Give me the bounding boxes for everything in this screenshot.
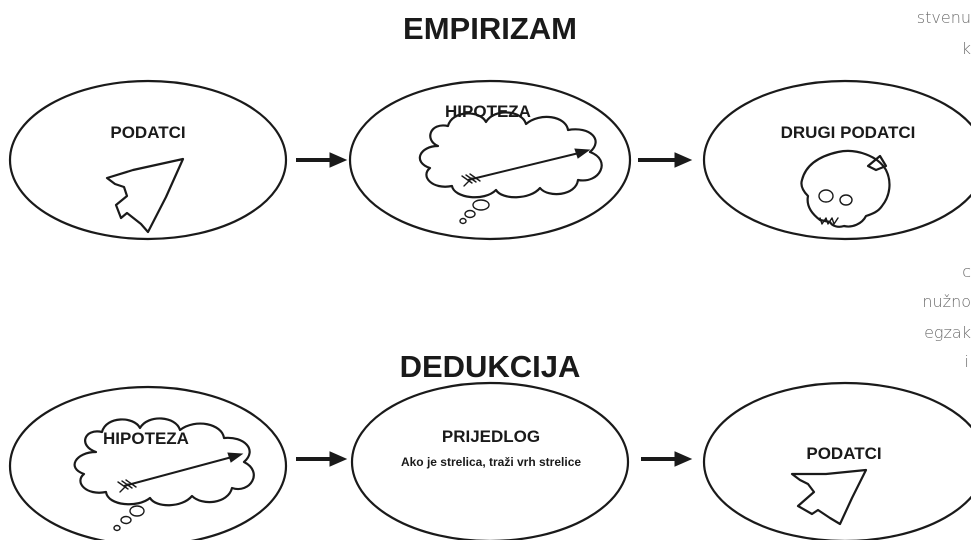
empirizam-step-3: DRUGI PODATCI — [704, 81, 971, 239]
right-arrow-icon — [296, 153, 346, 167]
side-text-line: stvenu — [917, 8, 971, 27]
dedukcija-step-2-text: Ako je strelica, traži vrh strelice — [401, 455, 581, 469]
empirizam-title: EMPIRIZAM — [403, 11, 577, 46]
dedukcija-step-1-label: HIPOTEZA — [103, 429, 189, 448]
side-text-line: c — [962, 262, 971, 281]
dedukcija-step-3-label: PODATCI — [806, 444, 881, 463]
dedukcija-step-1: HIPOTEZA — [10, 387, 286, 540]
right-arrow-icon — [638, 153, 691, 167]
side-text-line: i — [965, 352, 969, 371]
side-text-line: nužno — [922, 292, 971, 311]
empirizam-step-1-label: PODATCI — [110, 123, 185, 142]
right-arrow-icon — [641, 452, 691, 466]
dedukcija-step-3: PODATCI — [704, 383, 971, 540]
arrow-icon — [462, 149, 589, 186]
skull-icon — [801, 151, 889, 227]
flint-arrowhead-icon — [107, 159, 183, 232]
dedukcija-step-2: PRIJEDLOG Ako je strelica, traži vrh str… — [352, 383, 628, 540]
thought-cloud-icon — [420, 112, 602, 223]
empirizam-step-1: PODATCI — [10, 81, 286, 239]
side-text-line: egzak — [924, 323, 971, 342]
side-text: stvenu k c nužno egzak i — [917, 8, 971, 371]
empirizam-ellipse-1 — [10, 81, 286, 239]
side-text-line: k — [962, 39, 971, 58]
empirizam-step-2: HIPOTEZA — [350, 81, 630, 239]
dedukcija-title: DEDUKCIJA — [400, 349, 581, 384]
right-arrow-icon — [296, 452, 346, 466]
empirizam-ellipse-3 — [704, 81, 971, 239]
dedukcija-step-2-label: PRIJEDLOG — [442, 427, 540, 446]
flint-arrowhead-icon — [792, 470, 866, 524]
arrow-icon — [118, 453, 242, 492]
empirizam-step-3-label: DRUGI PODATCI — [781, 123, 916, 142]
